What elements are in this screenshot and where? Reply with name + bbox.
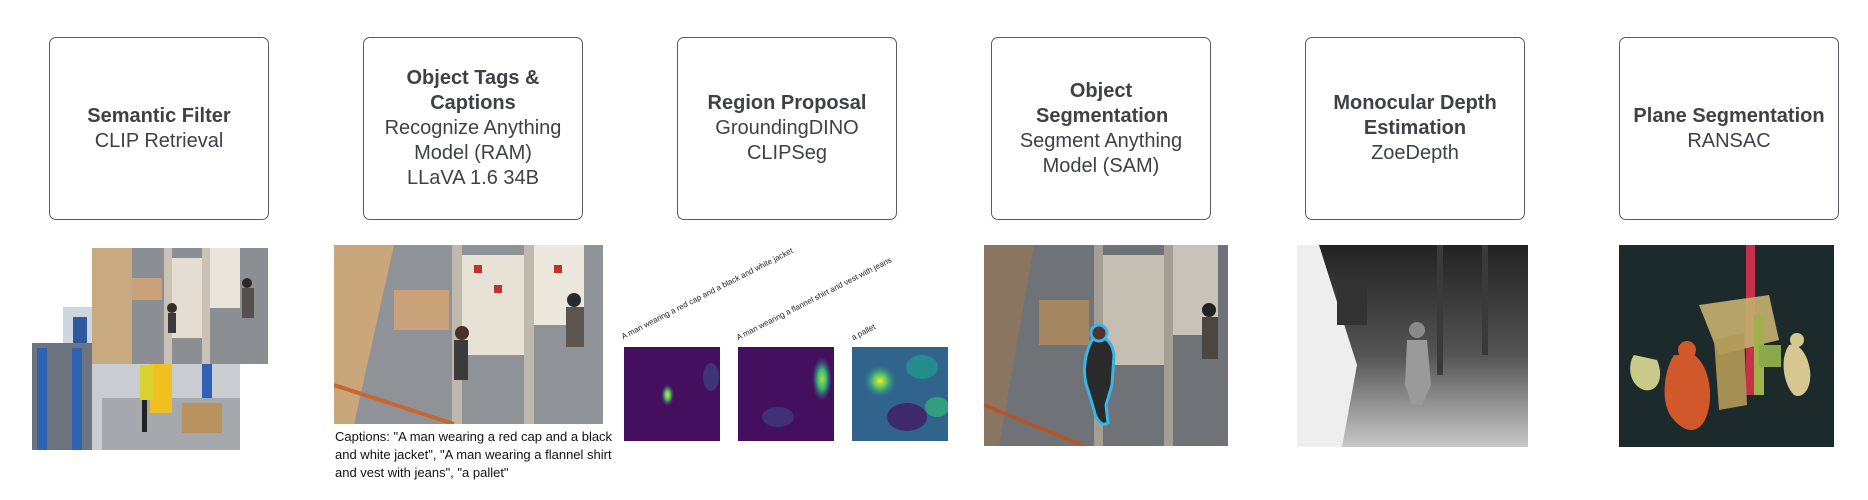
captions-text: Captions: "A man wearing a red cap and a… <box>335 429 613 480</box>
stage-method: CLIP Retrieval <box>94 129 224 152</box>
warehouse-photo-top <box>92 248 268 364</box>
stage-method: ZoeDepth <box>1371 142 1459 164</box>
stage-method: GroundingDINO <box>715 117 859 139</box>
stage-region-proposal: Region Proposal GroundingDINO CLIPSeg <box>677 37 897 220</box>
heatmap-label: a pallet <box>849 322 877 342</box>
stage-method: LLaVA 1.6 34B <box>407 167 539 189</box>
stage-title: Monocular Depth Estimation <box>1333 92 1497 139</box>
stage-title: Plane Segmentation <box>1633 104 1825 127</box>
stage-title: Object Segmentation <box>1036 79 1169 127</box>
stage-method: Model (SAM) <box>1042 154 1160 177</box>
stage-monocular-depth: Monocular Depth Estimation ZoeDepth <box>1305 37 1525 220</box>
stage-title: Object Tags & Captions <box>406 67 540 114</box>
stage-title: Semantic Filter <box>87 104 231 127</box>
stage-title: Region Proposal <box>707 92 867 114</box>
segmented-photo <box>984 245 1228 446</box>
stage-object-tags-captions: Object Tags & Captions Recognize Anythin… <box>363 37 583 220</box>
heatmap-2 <box>738 347 834 441</box>
warehouse-photo-captioned <box>334 245 603 424</box>
heatmap-3 <box>852 347 948 441</box>
point-cloud <box>1619 245 1834 447</box>
stage-method: Segment Anything <box>1019 129 1183 152</box>
stage-method: Recognize Anything <box>384 117 562 139</box>
depth-map <box>1297 245 1528 447</box>
stage-method: CLIPSeg <box>746 142 828 164</box>
stage-method: Model (RAM) <box>414 142 532 164</box>
stage-object-segmentation: Object Segmentation Segment Anything Mod… <box>991 37 1211 220</box>
heatmap-1 <box>624 347 720 441</box>
stage-semantic-filter: Semantic Filter CLIP Retrieval <box>49 37 269 220</box>
stage-plane-segmentation: Plane Segmentation RANSAC <box>1619 37 1839 220</box>
stage-method: RANSAC <box>1687 129 1771 152</box>
